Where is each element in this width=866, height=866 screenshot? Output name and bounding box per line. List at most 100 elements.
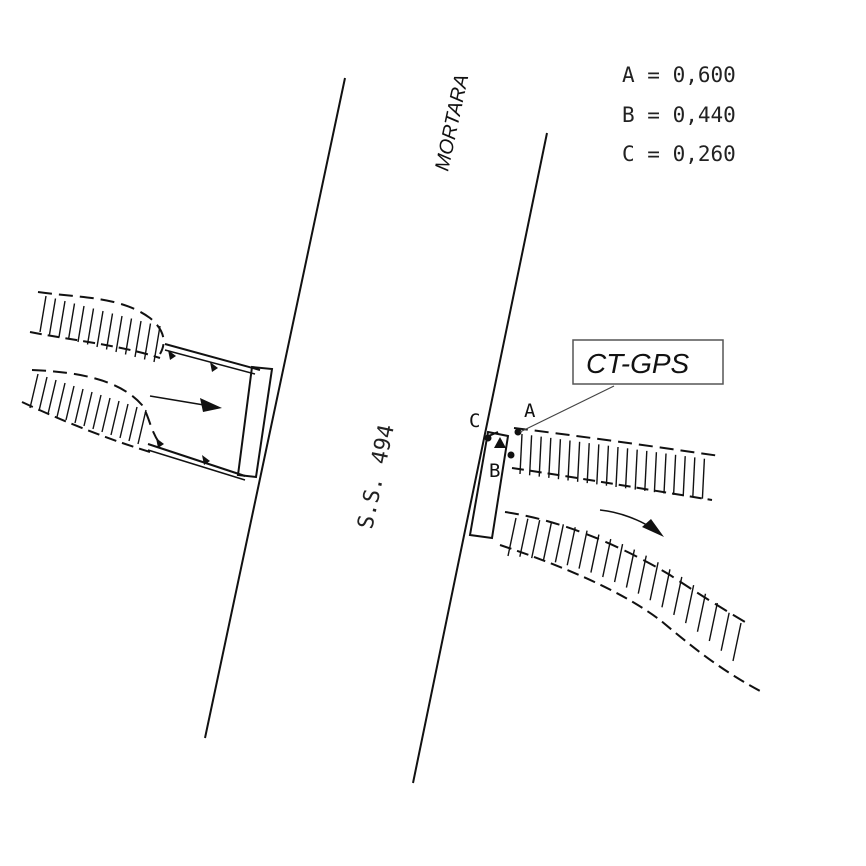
hatch-mark bbox=[701, 458, 706, 499]
hatch-mark bbox=[77, 305, 85, 343]
left-junction-bar-top bbox=[164, 343, 261, 371]
right-verge-top-hatch bbox=[519, 433, 706, 499]
hatch-mark bbox=[115, 315, 123, 353]
left-verge-top bbox=[29, 291, 165, 359]
hatch-mark bbox=[74, 388, 84, 424]
hatch-mark bbox=[554, 524, 565, 563]
hatch-mark bbox=[528, 435, 533, 476]
point-a-marker bbox=[514, 428, 522, 436]
hatch-mark bbox=[586, 443, 590, 484]
hatch-mark bbox=[557, 439, 562, 480]
hatch-mark bbox=[708, 602, 719, 642]
point-b-triangle bbox=[494, 437, 506, 448]
hatch-mark bbox=[644, 450, 648, 491]
hatch-mark bbox=[39, 295, 47, 333]
point-b-marker bbox=[507, 451, 515, 459]
callout-box bbox=[572, 339, 724, 385]
left-marker-2 bbox=[210, 362, 218, 372]
hatch-mark bbox=[720, 612, 730, 651]
hatch-mark bbox=[672, 454, 677, 495]
hatch-mark bbox=[92, 394, 102, 430]
road-edge-right bbox=[412, 132, 548, 784]
hatch-mark bbox=[538, 436, 542, 477]
hatch-mark bbox=[101, 397, 111, 433]
left-flow-arrow-shaft bbox=[149, 395, 211, 407]
hatch-mark bbox=[567, 440, 571, 481]
right-verge-top bbox=[511, 427, 721, 501]
left-verge-bottom-hatch bbox=[29, 373, 147, 445]
right-verge-bottom bbox=[499, 511, 763, 693]
hatch-mark bbox=[602, 538, 612, 578]
hatch-mark bbox=[119, 403, 129, 439]
point-b-label: B bbox=[489, 460, 500, 482]
hatch-mark bbox=[615, 446, 619, 488]
hatch-mark bbox=[634, 449, 638, 490]
hatch-mark bbox=[653, 452, 658, 493]
hatch-mark bbox=[83, 391, 93, 427]
hatch-mark bbox=[637, 555, 647, 594]
hatch-mark bbox=[548, 437, 552, 478]
hatch-mark bbox=[605, 445, 610, 486]
hatch-mark bbox=[153, 325, 161, 363]
hatch-mark bbox=[65, 385, 75, 421]
hatch-mark bbox=[682, 456, 686, 497]
hatch-mark bbox=[143, 323, 152, 360]
hatch-mark bbox=[624, 448, 629, 489]
hatch-mark bbox=[578, 530, 588, 569]
right-verge-bottom-hatch bbox=[507, 517, 742, 662]
hatch-mark bbox=[58, 300, 66, 338]
measurement-legend: A = 0,600 B = 0,440 C = 0,260 bbox=[622, 63, 736, 166]
hatch-mark bbox=[625, 549, 636, 588]
hatch-mark bbox=[137, 409, 147, 445]
hatch-mark bbox=[47, 379, 57, 415]
hatch-mark bbox=[128, 406, 138, 442]
left-verge-top-hatch bbox=[39, 295, 161, 363]
measurement-c: C = 0,260 bbox=[622, 142, 736, 166]
left-junction-island bbox=[236, 365, 274, 479]
right-flow-arrow-head bbox=[642, 519, 664, 537]
point-a-label: A bbox=[524, 400, 536, 422]
hatch-mark bbox=[86, 308, 95, 345]
hatch-mark bbox=[613, 543, 624, 583]
hatch-mark bbox=[566, 527, 576, 566]
point-c-marker bbox=[484, 434, 492, 442]
hatch-mark bbox=[590, 534, 600, 573]
hatch-mark bbox=[134, 320, 142, 358]
measurement-b: B = 0,440 bbox=[622, 103, 736, 127]
hatch-mark bbox=[542, 521, 553, 561]
measurement-a: A = 0,600 bbox=[622, 63, 736, 87]
right-junction: A B C bbox=[468, 400, 664, 540]
hatch-mark bbox=[649, 562, 659, 601]
hatch-mark bbox=[29, 373, 39, 409]
road-code-label: S.S. 494 bbox=[353, 422, 399, 531]
point-c-label: C bbox=[469, 410, 480, 432]
left-marker-1 bbox=[168, 350, 176, 360]
hatch-mark bbox=[507, 517, 517, 557]
hatch-mark bbox=[67, 303, 76, 340]
callout-label: CT-GPS bbox=[586, 348, 690, 379]
left-junction bbox=[147, 343, 274, 481]
hatch-mark bbox=[96, 310, 104, 348]
hatch-mark bbox=[110, 400, 120, 436]
ct-gps-callout: CT-GPS bbox=[519, 339, 724, 433]
road-name-label: MORTARA bbox=[431, 72, 473, 173]
left-junction-bar-bottom-2 bbox=[147, 449, 246, 481]
hatch-mark bbox=[56, 382, 66, 418]
left-flow-arrow-head bbox=[200, 398, 222, 412]
hatch-mark bbox=[684, 584, 695, 624]
hatch-mark bbox=[124, 318, 133, 355]
right-junction-island bbox=[468, 430, 510, 540]
hatch-mark bbox=[596, 444, 600, 485]
hatch-mark bbox=[105, 313, 114, 350]
hatch-mark bbox=[673, 576, 683, 616]
left-verge-bottom bbox=[21, 369, 161, 453]
hatch-mark bbox=[48, 298, 57, 335]
callout-leader-line bbox=[519, 385, 615, 433]
hatch-mark bbox=[696, 593, 707, 632]
hatch-mark bbox=[38, 376, 48, 412]
hatch-mark bbox=[732, 622, 742, 662]
hatch-mark bbox=[576, 441, 581, 482]
left-marker-4 bbox=[202, 455, 210, 465]
road-edge-left bbox=[204, 77, 346, 739]
